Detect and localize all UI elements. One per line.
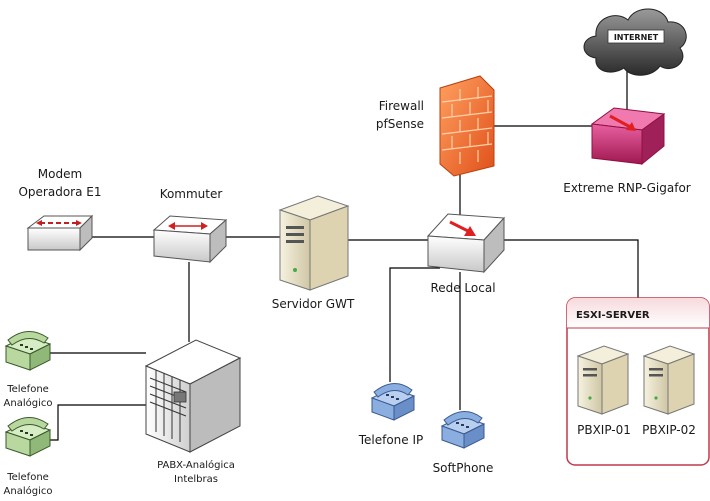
telefone-ip-label: Telefone IP [358,433,424,447]
internet-cloud: INTERNET [583,8,687,76]
firewall-pfsense: Firewall pfSense [376,75,495,177]
firewall-label-2: pfSense [376,117,424,131]
analog-handset-icon [7,331,49,346]
telefone-ip: Telefone IP [358,383,424,447]
modem-label-2: Operadora E1 [18,185,101,199]
analog-handset-icon [7,417,49,432]
esxi-header [567,298,709,328]
pabx-label-1: PABX-Analógica [157,459,235,471]
link-rede-telefone-ip [389,267,440,382]
firewall-bricks [441,87,493,164]
pbxip-02-label: PBXIP-02 [642,423,696,437]
internet-label: INTERNET [614,33,659,42]
servidor-gwt: Servidor GWT [272,195,355,311]
kommuter-label: Kommuter [160,187,223,201]
link-phone2-pabx [50,404,146,441]
phone-handset-icon [373,383,413,398]
telefone-analogico-1-label-1: Telefone [6,384,49,395]
arrow-icon [609,114,633,130]
rede-local-switch: Rede Local [426,213,506,295]
telefone-analogico-2-label-1: Telefone [6,472,49,483]
pabx-label-2: Intelbras [174,474,218,485]
telefone-analogico-1: Telefone Analógico [4,331,53,409]
pbxip-01-label: PBXIP-01 [577,423,631,437]
telefone-analogico-2-label-2: Analógico [4,485,53,497]
modem-operadora: Modem Operadora E1 [18,167,102,252]
rede-arrow-icon [449,220,471,234]
esxi-server-group: ESXI-SERVER PBXIP-01 PBXIP-02 [566,297,710,466]
pbxip-01-server [576,345,630,415]
link-rede-esxi [502,239,639,298]
extreme-router: Extreme RNP-Gigafor [563,107,691,195]
pabx-vents [149,370,187,442]
servidor-label: Servidor GWT [272,297,355,311]
pbxip-02-server [642,345,696,415]
softphone-label: SoftPhone [433,461,494,475]
internet-label-box [607,29,665,44]
esxi-label: ESXI-SERVER [576,310,650,321]
connection-lines [50,70,639,441]
kommuter-switch: Kommuter [152,187,228,264]
extreme-label: Extreme RNP-Gigafor [563,181,691,195]
softphone: SoftPhone [433,411,494,475]
modem-label-1: Modem [38,167,82,181]
firewall-icon [439,75,495,177]
rede-local-label: Rede Local [430,281,495,295]
softphone-handset-icon [443,411,483,426]
telefone-analogico-2: Telefone Analógico [4,417,53,497]
firewall-label-1: Firewall [379,99,424,113]
pabx-intelbras: PABX-Analógica Intelbras [144,339,242,485]
telefone-analogico-1-label-2: Analógico [4,397,53,409]
